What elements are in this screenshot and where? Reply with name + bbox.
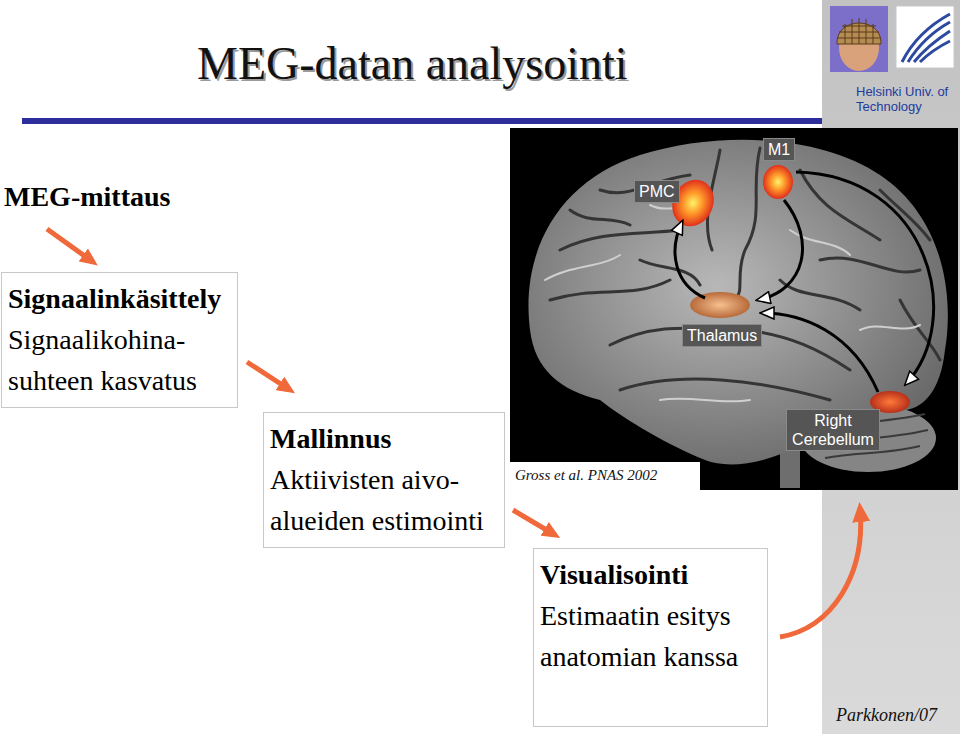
brainstem-shape [780,450,800,488]
logo-swoosh [902,14,950,62]
process-box: MallinnusAktiivisten aivo- alueiden esti… [263,412,505,548]
step-description: Aktiivisten aivo- alueiden estimointi [270,459,498,541]
author-note: Parkkonen/07 [836,704,937,726]
brain-shape [528,140,947,465]
step-description: Signaalikohina- suhteen kasvatus [8,319,231,401]
image-background [510,128,958,490]
flow-arrow [47,229,93,262]
network-arrow [675,222,705,298]
network-arrow [762,313,878,392]
meg-head-logo [830,6,888,72]
brain-sulci [550,148,940,400]
flow-arrow [247,362,290,390]
step-heading: Visualisointi [540,554,761,595]
m1-activation [763,165,793,199]
step-heading: MEG-mittaus [4,176,200,217]
logo-background [830,6,888,72]
region-label: M1 [763,138,795,161]
network-arrow [758,200,803,300]
step-heading: Mallinnus [270,418,498,459]
logo-grid [838,18,880,44]
brain-figure [528,140,947,488]
citation: Gross et al. PNAS 2002 [515,466,657,484]
university-logo [896,6,954,68]
step-heading: Signaalinkäsittely [8,278,231,319]
brain-highlights [545,205,920,401]
network-arrow [796,172,934,384]
region-label: Thalamus [682,324,762,347]
process-box: SignaalinkäsittelySignaalikohina- suhtee… [1,272,238,408]
university-name: Helsinki Univ. of Technology [856,84,952,114]
visualisation-arrow [780,508,861,637]
flow-step: MEG-mittaus [2,176,202,217]
network-arrows [675,172,934,392]
process-box: VisualisointiEstimaatin esitys anatomian… [533,548,768,727]
flow-arrow [513,510,555,535]
title-rule [22,118,822,124]
slide-title: MEG-datan analysointi [197,36,628,92]
region-label: Right Cerebellum [786,409,880,451]
step-description: Estimaatin esitys anatomian kanssa [540,595,761,677]
region-label: PMC [634,180,680,203]
logo-background [896,6,954,68]
